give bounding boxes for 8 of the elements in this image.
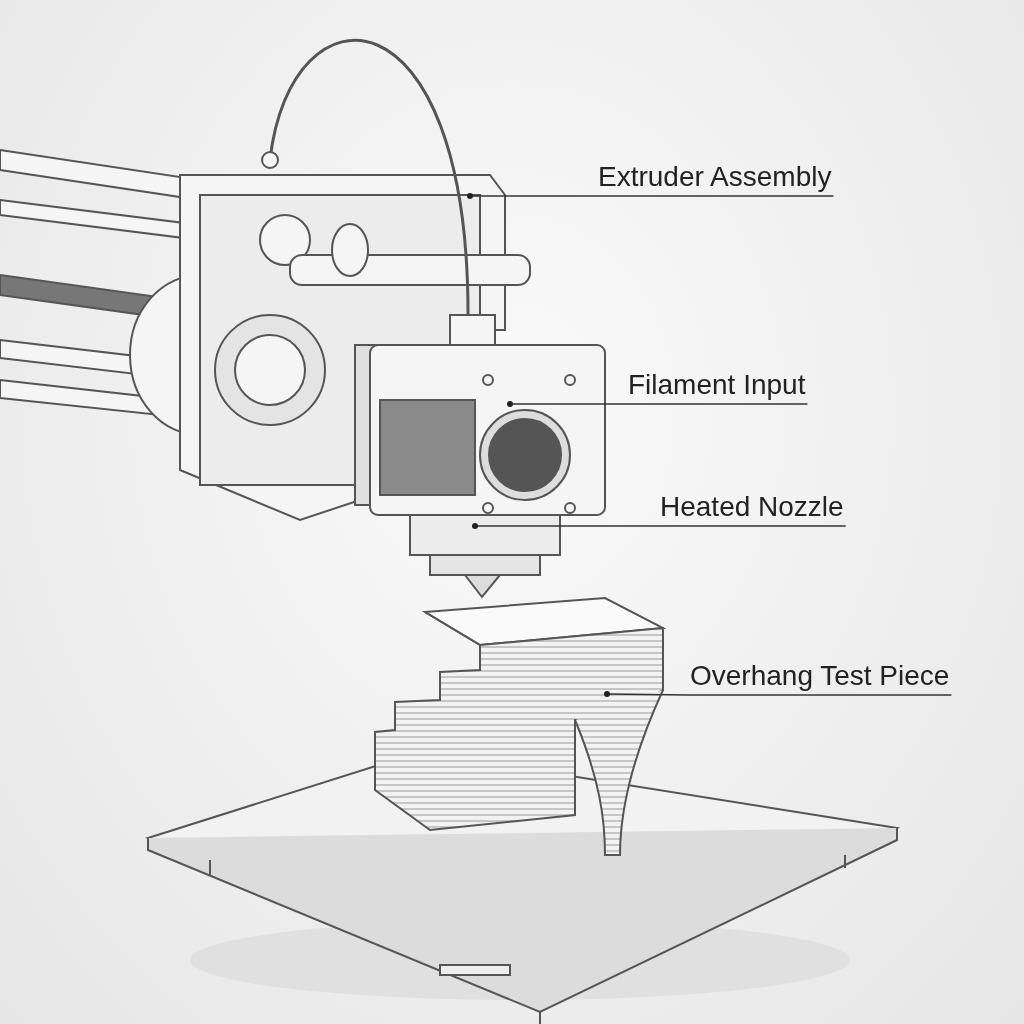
callout-label: Overhang Test Piece (690, 659, 950, 693)
leader-line (507, 401, 809, 407)
leader-line (472, 523, 847, 529)
leader-line (604, 691, 953, 697)
leader-line (467, 193, 835, 199)
callout-label: Heated Nozzle (660, 490, 844, 524)
callout-label: Filament Input (628, 368, 806, 402)
callout-label: Extruder Assembly (598, 160, 832, 194)
